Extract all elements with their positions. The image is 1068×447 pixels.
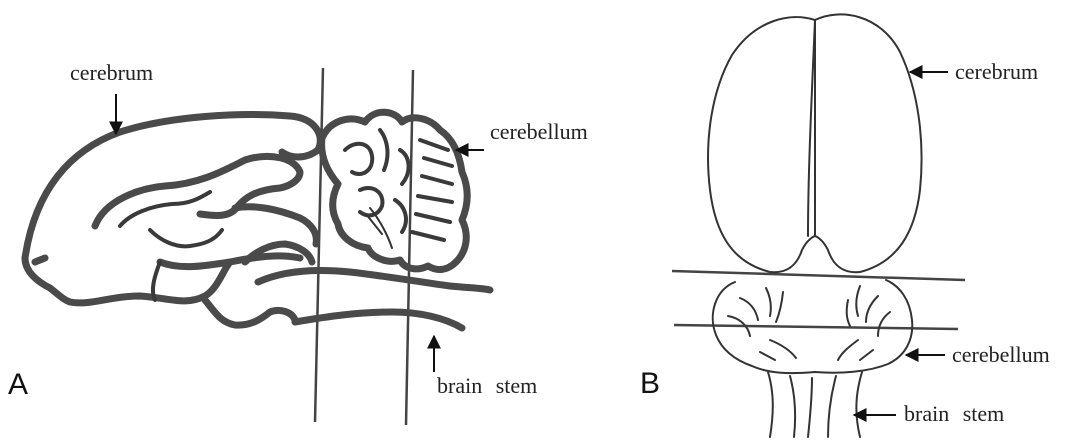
cerebellum-folia-a — [345, 130, 452, 240]
brainstem-left-b — [768, 372, 773, 437]
brainstem-lower-a — [295, 312, 462, 328]
brainstem-inner-b — [790, 376, 836, 437]
left-hemisphere-b — [708, 17, 815, 272]
right-hemisphere-b — [815, 14, 922, 272]
label-brain-stem-b: brain stem — [904, 401, 1004, 426]
label-cerebellum-a: cerebellum — [490, 119, 588, 144]
label-cerebrum-a: cerebrum — [70, 60, 153, 85]
brainstem-upper-a — [258, 270, 490, 290]
label-cerebellum-b: cerebellum — [952, 342, 1050, 367]
panel-letter-a: A — [8, 368, 28, 401]
cerebellum-outline-a — [322, 112, 468, 269]
inner-curve-a — [120, 192, 210, 226]
brainstem-right-b — [856, 372, 862, 437]
label-brain-stem-a: brain stem — [437, 373, 537, 398]
panel-b-dorsal-view — [672, 14, 965, 437]
thalamus-a — [235, 207, 316, 244]
section-line-b1 — [672, 271, 965, 280]
panel-a-annotations: cerebrum cerebellum brain stem A — [8, 60, 588, 401]
brainstem-outline-a — [205, 300, 295, 325]
panel-a-sagittal-view — [25, 68, 490, 425]
inner-loop-a — [150, 230, 222, 246]
panel-b-annotations: cerebrum cerebellum brain stem B — [640, 59, 1050, 426]
olfactory-a — [35, 258, 45, 262]
cerebellum-folia-b — [728, 286, 890, 360]
section-line-b2 — [674, 325, 958, 329]
midline-fissure-b — [808, 20, 815, 236]
label-cerebrum-b: cerebrum — [955, 59, 1038, 84]
midbrain-curve-a — [160, 256, 300, 267]
section-line-a2 — [406, 70, 413, 425]
panel-letter-b: B — [640, 367, 660, 400]
hippocampus-arch-a — [95, 156, 300, 226]
